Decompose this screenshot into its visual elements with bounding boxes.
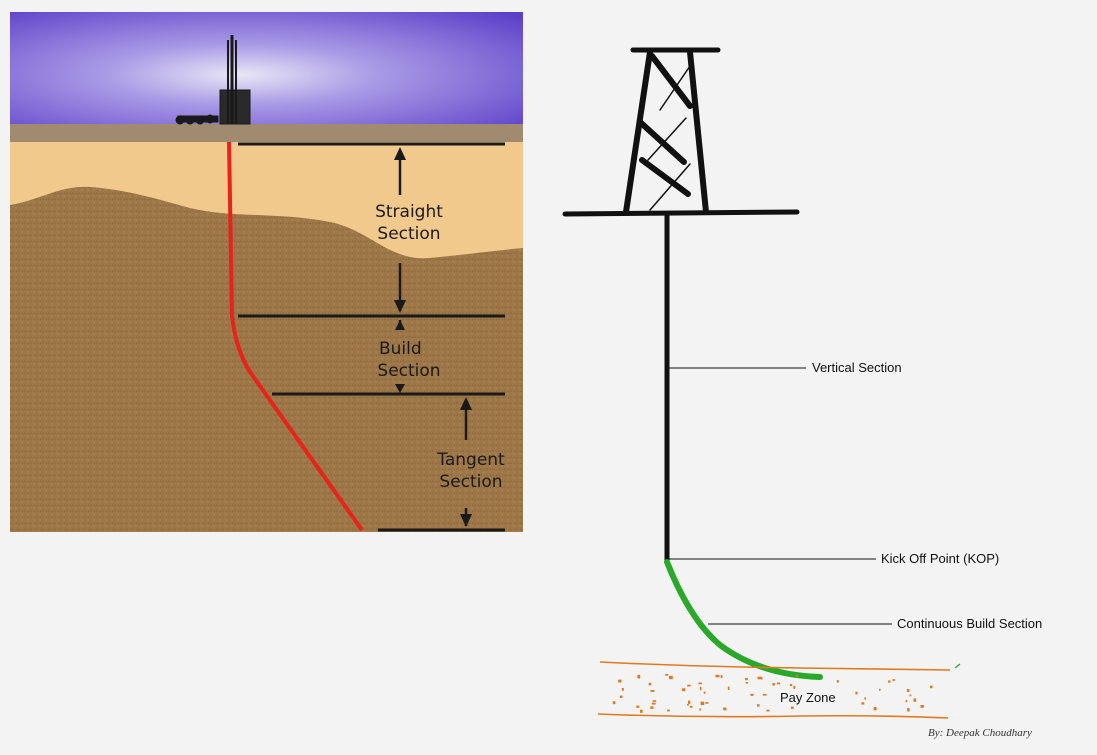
pay-zone-dot <box>789 684 793 686</box>
pay-zone-dot <box>836 680 839 683</box>
pay-zone-dot <box>720 675 723 678</box>
build-section-label: Build Section <box>354 338 464 382</box>
pay-zone-dot <box>705 702 709 704</box>
pay-zone-dot <box>689 705 693 708</box>
pay-zone-dot <box>687 684 691 687</box>
build-line1: Build <box>379 339 422 359</box>
pay-zone-dot <box>930 685 933 689</box>
tangent-line1: Tangent <box>437 450 505 470</box>
pay-zone-label: Pay Zone <box>780 690 836 705</box>
pay-zone-dot <box>652 700 657 702</box>
pay-zone-dot <box>682 688 686 692</box>
pay-zone-dot <box>905 700 908 703</box>
pay-zone-dot <box>855 691 858 695</box>
pay-zone-dot <box>745 677 748 681</box>
pay-zone <box>597 661 961 719</box>
pay-zone-dot <box>699 686 702 691</box>
pay-zone-dot <box>777 682 781 685</box>
pay-zone-dots <box>612 674 933 713</box>
pay-zone-dot <box>619 695 623 698</box>
pay-zone-dot <box>745 682 749 684</box>
kop-label: Kick Off Point (KOP) <box>881 551 1000 566</box>
drilling-rig-icon <box>175 35 251 125</box>
pay-zone-dot <box>757 676 762 680</box>
pay-zone-dot <box>795 674 799 678</box>
pay-zone-dot <box>727 686 730 690</box>
pay-zone-dot <box>892 679 896 681</box>
pay-zone-dot <box>888 680 891 683</box>
pay-zone-dot <box>667 709 670 712</box>
well-path-red <box>227 141 364 532</box>
pay-zone-dot <box>909 694 912 697</box>
pay-zone-dot <box>906 689 910 692</box>
pay-zone-dot <box>637 676 640 679</box>
pay-zone-dot <box>757 704 760 707</box>
left-well-diagram <box>10 12 523 532</box>
pay-zone-dot <box>790 706 794 709</box>
pay-zone-dot <box>873 706 877 711</box>
vertical-section-label: Vertical Section <box>812 360 902 375</box>
pay-zone-dot <box>762 693 767 696</box>
pay-zone-dot <box>913 698 917 702</box>
right-well-diagram <box>562 47 961 719</box>
pay-zone-dot <box>612 701 616 705</box>
pay-zone-dot <box>864 697 866 700</box>
pay-zone-dot <box>665 674 669 676</box>
build-curve-green <box>664 559 823 680</box>
pay-zone-dot <box>766 709 770 712</box>
pay-zone-dot <box>700 701 705 705</box>
callout-lines <box>669 367 892 625</box>
pay-zone-dot <box>699 708 701 711</box>
continuous-build-label: Continuous Build Section <box>897 616 1043 631</box>
pay-zone-dot <box>648 682 652 686</box>
pay-zone-dot <box>772 683 775 686</box>
pay-zone-dot <box>920 705 924 708</box>
pay-zone-dot <box>715 674 720 678</box>
pay-zone-dot <box>861 702 865 705</box>
pay-zone-dot <box>687 703 689 706</box>
tangent-section-label: Tangent Section <box>416 449 526 493</box>
author-credit: By: Deepak Choudhary <box>928 727 1032 739</box>
pay-zone-dot <box>703 691 706 694</box>
pay-zone-dot <box>651 702 656 705</box>
surface-strip <box>10 124 523 142</box>
pay-zone-dot <box>750 693 754 696</box>
pay-zone-dot <box>621 688 624 691</box>
pay-zone-dot <box>650 690 655 692</box>
pay-zone-dot <box>618 679 622 683</box>
pay-zone-dot <box>636 705 640 708</box>
pay-zone-dot <box>793 685 796 689</box>
build-line2: Section <box>377 361 441 381</box>
section-arrows <box>394 147 472 527</box>
pay-zone-dot <box>669 675 673 680</box>
pay-zone-dot <box>760 677 763 680</box>
pay-zone-dot <box>723 707 727 711</box>
straight-line2: Section <box>377 224 441 244</box>
straight-line1: Straight <box>375 202 443 222</box>
straight-section-label: Straight Section <box>354 201 464 245</box>
pay-zone-dot <box>698 682 702 685</box>
pay-zone-dot <box>637 674 641 678</box>
pay-zone-dot <box>688 700 691 704</box>
depth-markers <box>238 142 505 532</box>
sky <box>10 12 523 126</box>
pay-zone-dot <box>878 688 881 691</box>
derrick-icon <box>562 47 800 217</box>
pay-zone-dot <box>907 708 910 712</box>
rock-layer <box>10 186 523 532</box>
pay-zone-dot <box>650 706 654 709</box>
pay-zone-dot <box>640 709 643 713</box>
tangent-line2: Section <box>439 472 503 492</box>
